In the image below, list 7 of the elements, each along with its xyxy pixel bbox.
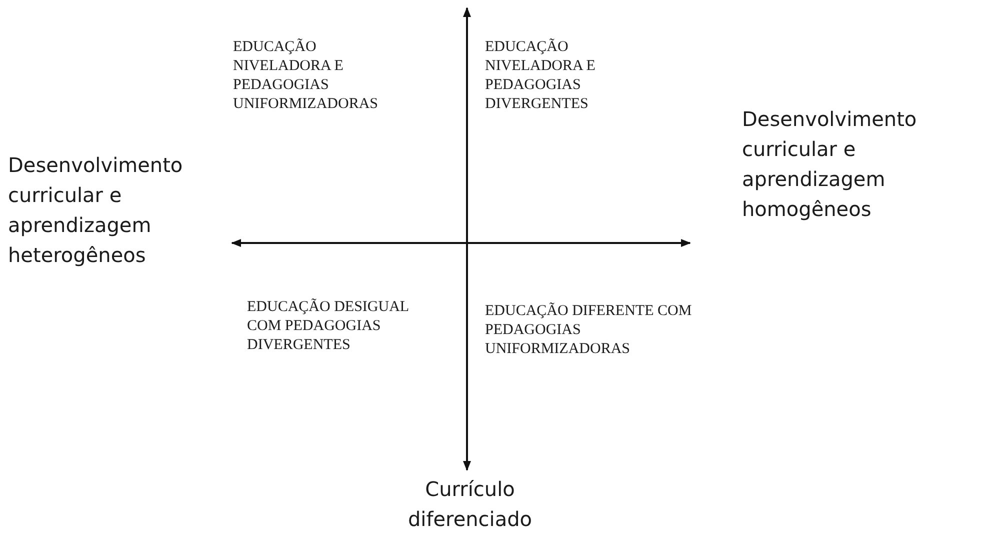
quadrant-label: EDUCAÇÃO DIFERENTE COM PEDAGOGIAS UNIFORMIZADORAS xyxy=(485,302,693,359)
axis-label: Desenvolvimento curricular e aprendizagem homogêneos xyxy=(742,106,918,223)
quadrant-label: EDUCAÇÃO NIVELADORA E PEDAGOGIAS DIVERGENTES xyxy=(485,38,596,114)
quadrant-label: EDUCAÇÃO DESIGUAL COM PEDAGOGIAS DIVERGENTES xyxy=(247,298,410,355)
axis-label: Currículo diferenciado xyxy=(406,476,534,533)
axis-label: Desenvolvimento curricular e aprendizagem heterogêneos xyxy=(8,152,184,269)
quadrant-label: EDUCAÇÃO NIVELADORA E PEDAGOGIAS UNIFORMIZADORAS xyxy=(233,38,380,114)
